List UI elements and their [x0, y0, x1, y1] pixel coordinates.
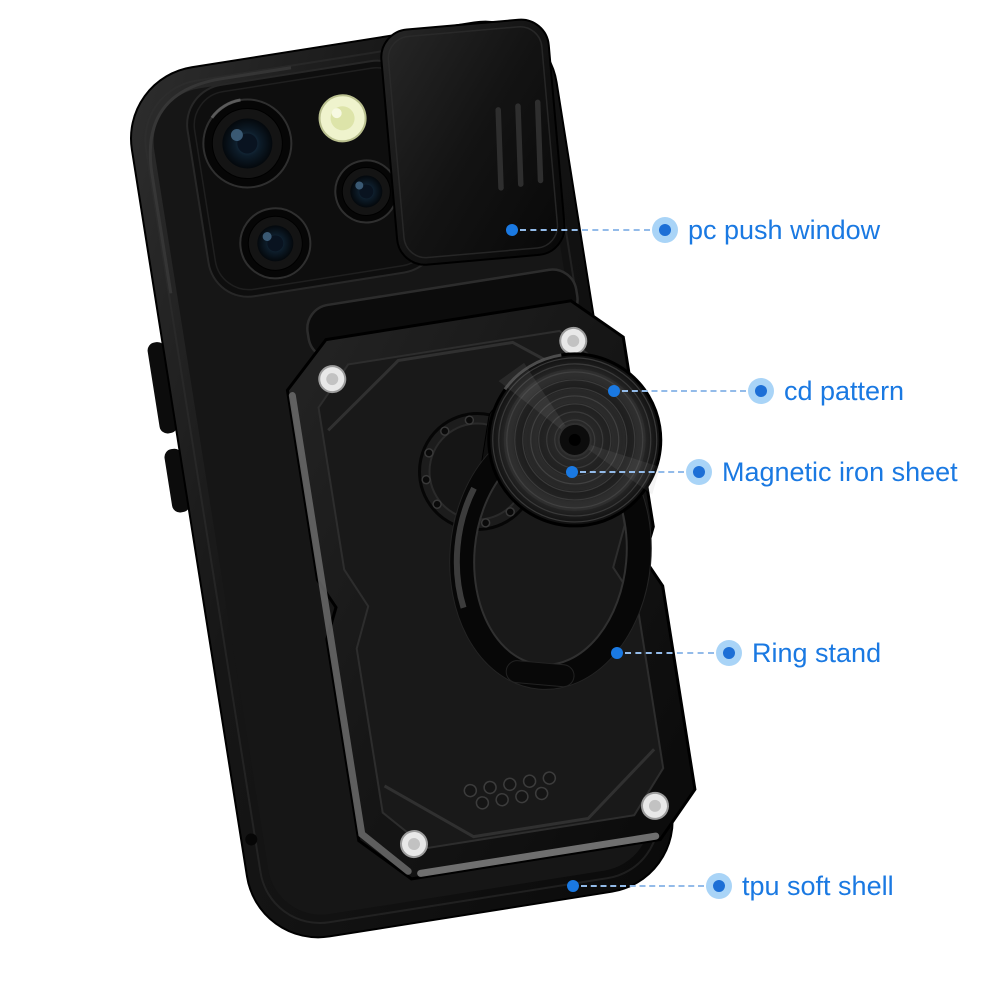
callout-marker — [686, 459, 712, 485]
callout-marker-core — [693, 466, 705, 478]
callout-label: tpu soft shell — [742, 871, 894, 901]
callout-label: Magnetic iron sheet — [722, 457, 958, 487]
callout-point — [611, 647, 623, 659]
callout-ring-stand: Ring stand — [611, 638, 882, 668]
grip-lines — [495, 99, 544, 191]
ring-highlight — [453, 486, 477, 609]
cd-pattern-disc — [487, 352, 663, 528]
callout-leader-line — [581, 885, 704, 887]
callout-point — [608, 385, 620, 397]
camera-lens-mid — [334, 159, 399, 224]
callout-pc-push-window: pc push window — [506, 215, 881, 245]
callout-marker-core — [755, 385, 767, 397]
callout-leader-line — [580, 471, 684, 473]
callout-point — [566, 466, 578, 478]
volume-button — [147, 342, 178, 434]
callout-marker — [716, 640, 742, 666]
callout-marker-core — [713, 880, 725, 892]
camera-lens-lower — [239, 207, 312, 280]
camera-module — [186, 59, 440, 298]
callout-marker — [706, 873, 732, 899]
texture-dots — [463, 771, 557, 810]
plate-edge-highlight-bottom — [417, 832, 660, 877]
callout-marker — [652, 217, 678, 243]
screw — [559, 326, 588, 355]
callout-cd-pattern: cd pattern — [608, 376, 905, 406]
screw — [318, 365, 347, 394]
cd-grooves — [492, 357, 658, 523]
callout-point — [506, 224, 518, 236]
ring-grip — [505, 660, 575, 688]
phone-case — [130, 18, 697, 939]
corner-screws — [318, 326, 669, 859]
callout-label: cd pattern — [784, 376, 905, 406]
callout-marker-core — [659, 224, 671, 236]
callout-point — [567, 880, 579, 892]
lanyard-hole — [245, 833, 258, 846]
callout-leader-line — [520, 229, 650, 231]
callout-leader-line — [625, 652, 714, 654]
callout-magnetic-iron-sheet: Magnetic iron sheet — [566, 457, 958, 487]
callout-leader-line — [622, 390, 746, 392]
callout-marker-core — [723, 647, 735, 659]
screw — [640, 791, 669, 820]
case-edge-highlight — [148, 66, 292, 294]
callout-label: pc push window — [688, 215, 881, 245]
callout-marker — [748, 378, 774, 404]
camera-slide-cover — [380, 18, 566, 266]
callout-tpu-soft-shell: tpu soft shell — [567, 871, 894, 901]
camera-flash — [318, 94, 367, 143]
screw — [399, 830, 428, 859]
plate-edge-highlight-left — [288, 392, 412, 875]
callout-label: Ring stand — [752, 638, 882, 668]
camera-lens-large — [202, 98, 293, 189]
